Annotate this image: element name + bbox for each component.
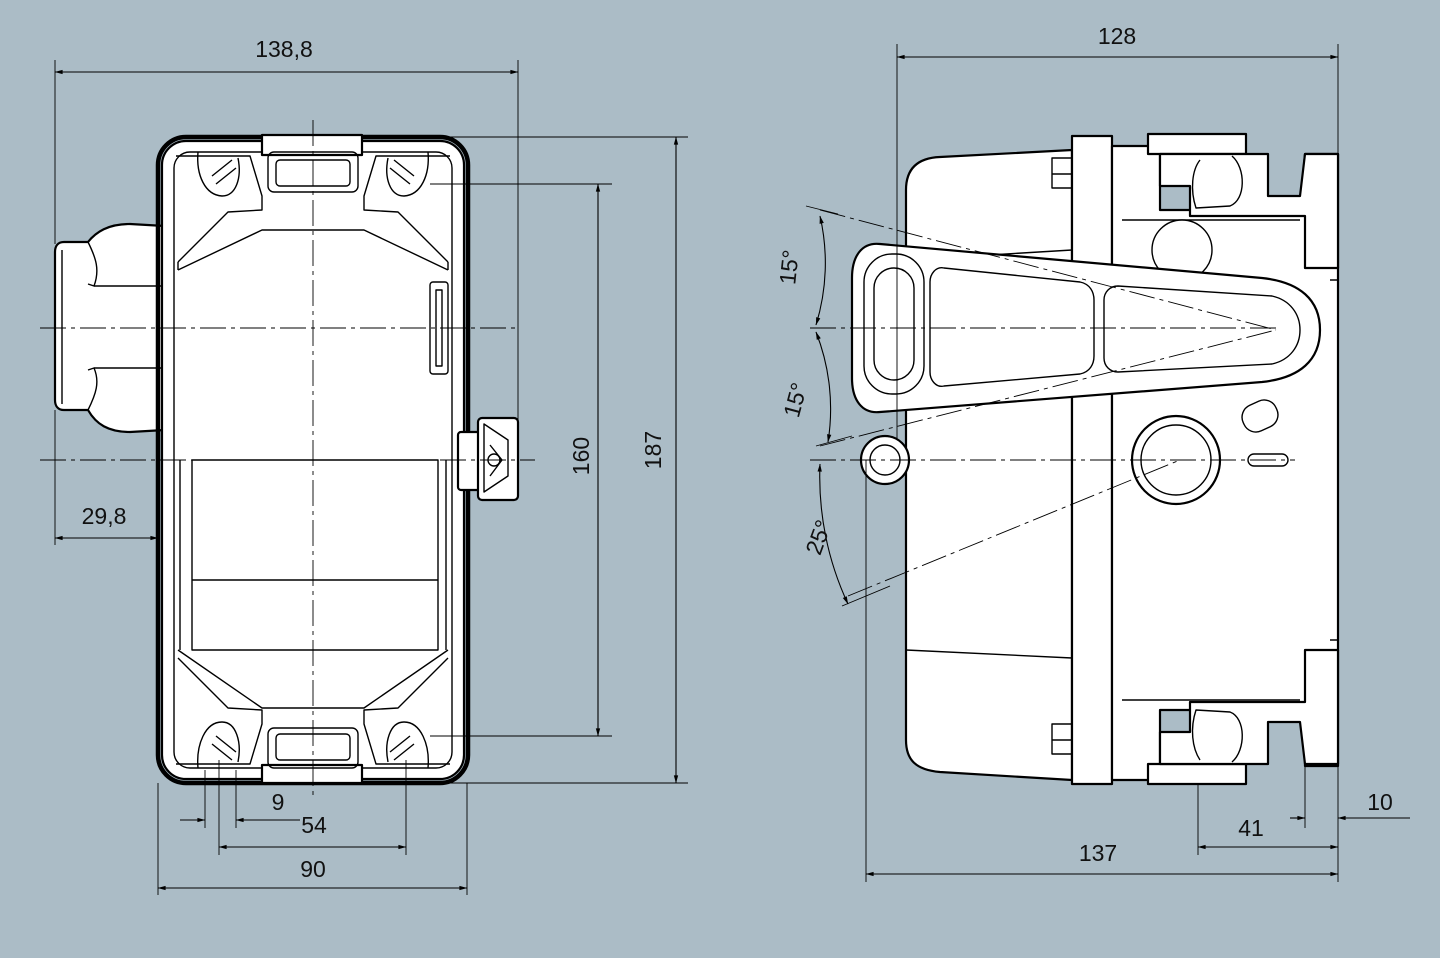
dim-height-total: 187	[640, 431, 666, 469]
side-view	[810, 132, 1340, 786]
dim-housing-width: 90	[300, 856, 326, 882]
top-mounting-lugs	[176, 133, 450, 271]
dim-width-top: 128	[1098, 23, 1136, 49]
dim-flange-lip: 10	[1367, 789, 1393, 815]
dim-hole-spacing-vertical: 160	[568, 437, 594, 475]
angle-handle-down: 15°	[778, 380, 812, 420]
dim-width-total: 138,8	[255, 36, 313, 62]
dim-depth-total: 137	[1079, 840, 1117, 866]
angle-handle-up: 15°	[774, 249, 803, 286]
dimension-lines	[54, 44, 1410, 895]
dim-offset-small: 9	[272, 789, 285, 815]
dim-gland-offset: 29,8	[82, 503, 127, 529]
side-lock	[456, 416, 520, 502]
dim-flange-depth: 41	[1238, 815, 1264, 841]
lid-body	[904, 148, 1074, 782]
top-bracket	[1146, 132, 1340, 270]
bottom-bracket	[1146, 648, 1340, 786]
angle-lock: 25°	[800, 516, 836, 558]
handle	[850, 242, 1322, 414]
front-view	[40, 120, 535, 800]
bottom-mounting-lugs	[176, 649, 450, 785]
dim-hole-spacing-horizontal: 54	[301, 812, 327, 838]
